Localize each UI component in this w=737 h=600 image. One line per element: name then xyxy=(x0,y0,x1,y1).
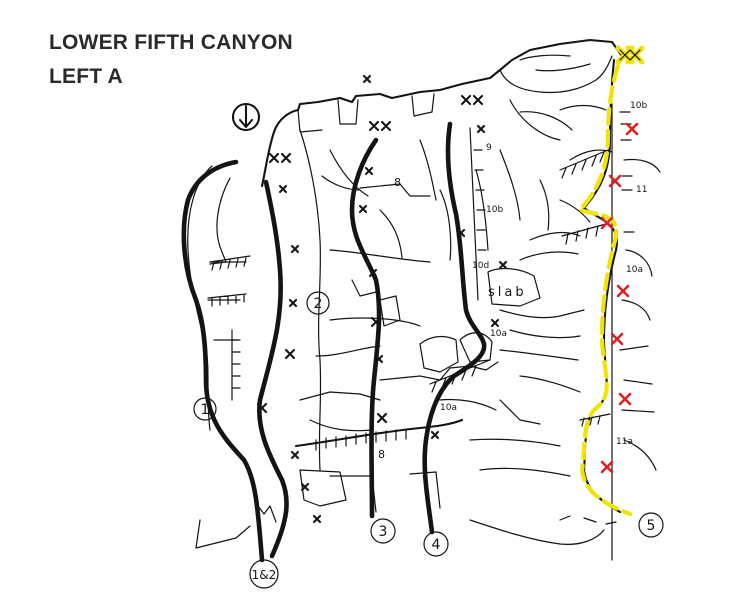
grade-label: 10a xyxy=(440,403,457,413)
grade-label: 11a xyxy=(616,437,633,447)
grade-label: 8 xyxy=(378,448,385,461)
downward-arrow-icon xyxy=(231,102,261,132)
route-lines xyxy=(181,58,622,563)
rock-outline xyxy=(260,38,624,561)
route-number-4: 4 xyxy=(423,531,449,557)
svg-text:5: 5 xyxy=(647,518,656,534)
route-5-bolts xyxy=(600,122,639,474)
grade-label: 10a xyxy=(490,329,507,339)
grade-labels: 10b 11 10a 11a 9 10b 10d 10a 10a 8 8 sla… xyxy=(378,101,647,461)
grade-label: 10b xyxy=(486,205,503,215)
route-4-line xyxy=(422,121,487,535)
grade-label: 11 xyxy=(636,185,647,195)
grade-label: 10d xyxy=(472,261,489,271)
svg-text:4: 4 xyxy=(432,537,441,553)
grade-label: 9 xyxy=(486,143,492,153)
route-number-5: 5 xyxy=(638,512,664,538)
feature-label-slab: slab xyxy=(488,285,527,300)
route-number-3: 3 xyxy=(370,518,396,544)
svg-text:1: 1 xyxy=(201,402,210,418)
route-number-2: 2 xyxy=(306,291,330,315)
route-1-line xyxy=(181,159,265,563)
route-2-line xyxy=(257,179,289,559)
route-number-1-and-2: 1&2 xyxy=(249,559,279,589)
diagram-title-line1: LOWER FIFTH CANYON xyxy=(49,31,293,54)
anchor-marks xyxy=(256,74,508,524)
route-3-line xyxy=(349,137,382,519)
roof-hatches xyxy=(207,111,635,451)
diagram-title-line2: LEFT A xyxy=(49,65,123,88)
svg-text:2: 2 xyxy=(314,296,323,312)
route-number-1: 1 xyxy=(193,397,217,421)
grade-label: 10a xyxy=(626,265,643,275)
rock-features xyxy=(294,129,661,545)
route-5-line xyxy=(582,58,622,514)
grade-label: 10b xyxy=(630,101,647,111)
route-5-anchor xyxy=(615,45,645,65)
svg-text:1&2: 1&2 xyxy=(252,568,277,582)
grade-label: 8 xyxy=(394,176,401,189)
route-5-highlight xyxy=(577,63,633,517)
svg-text:3: 3 xyxy=(379,524,388,540)
